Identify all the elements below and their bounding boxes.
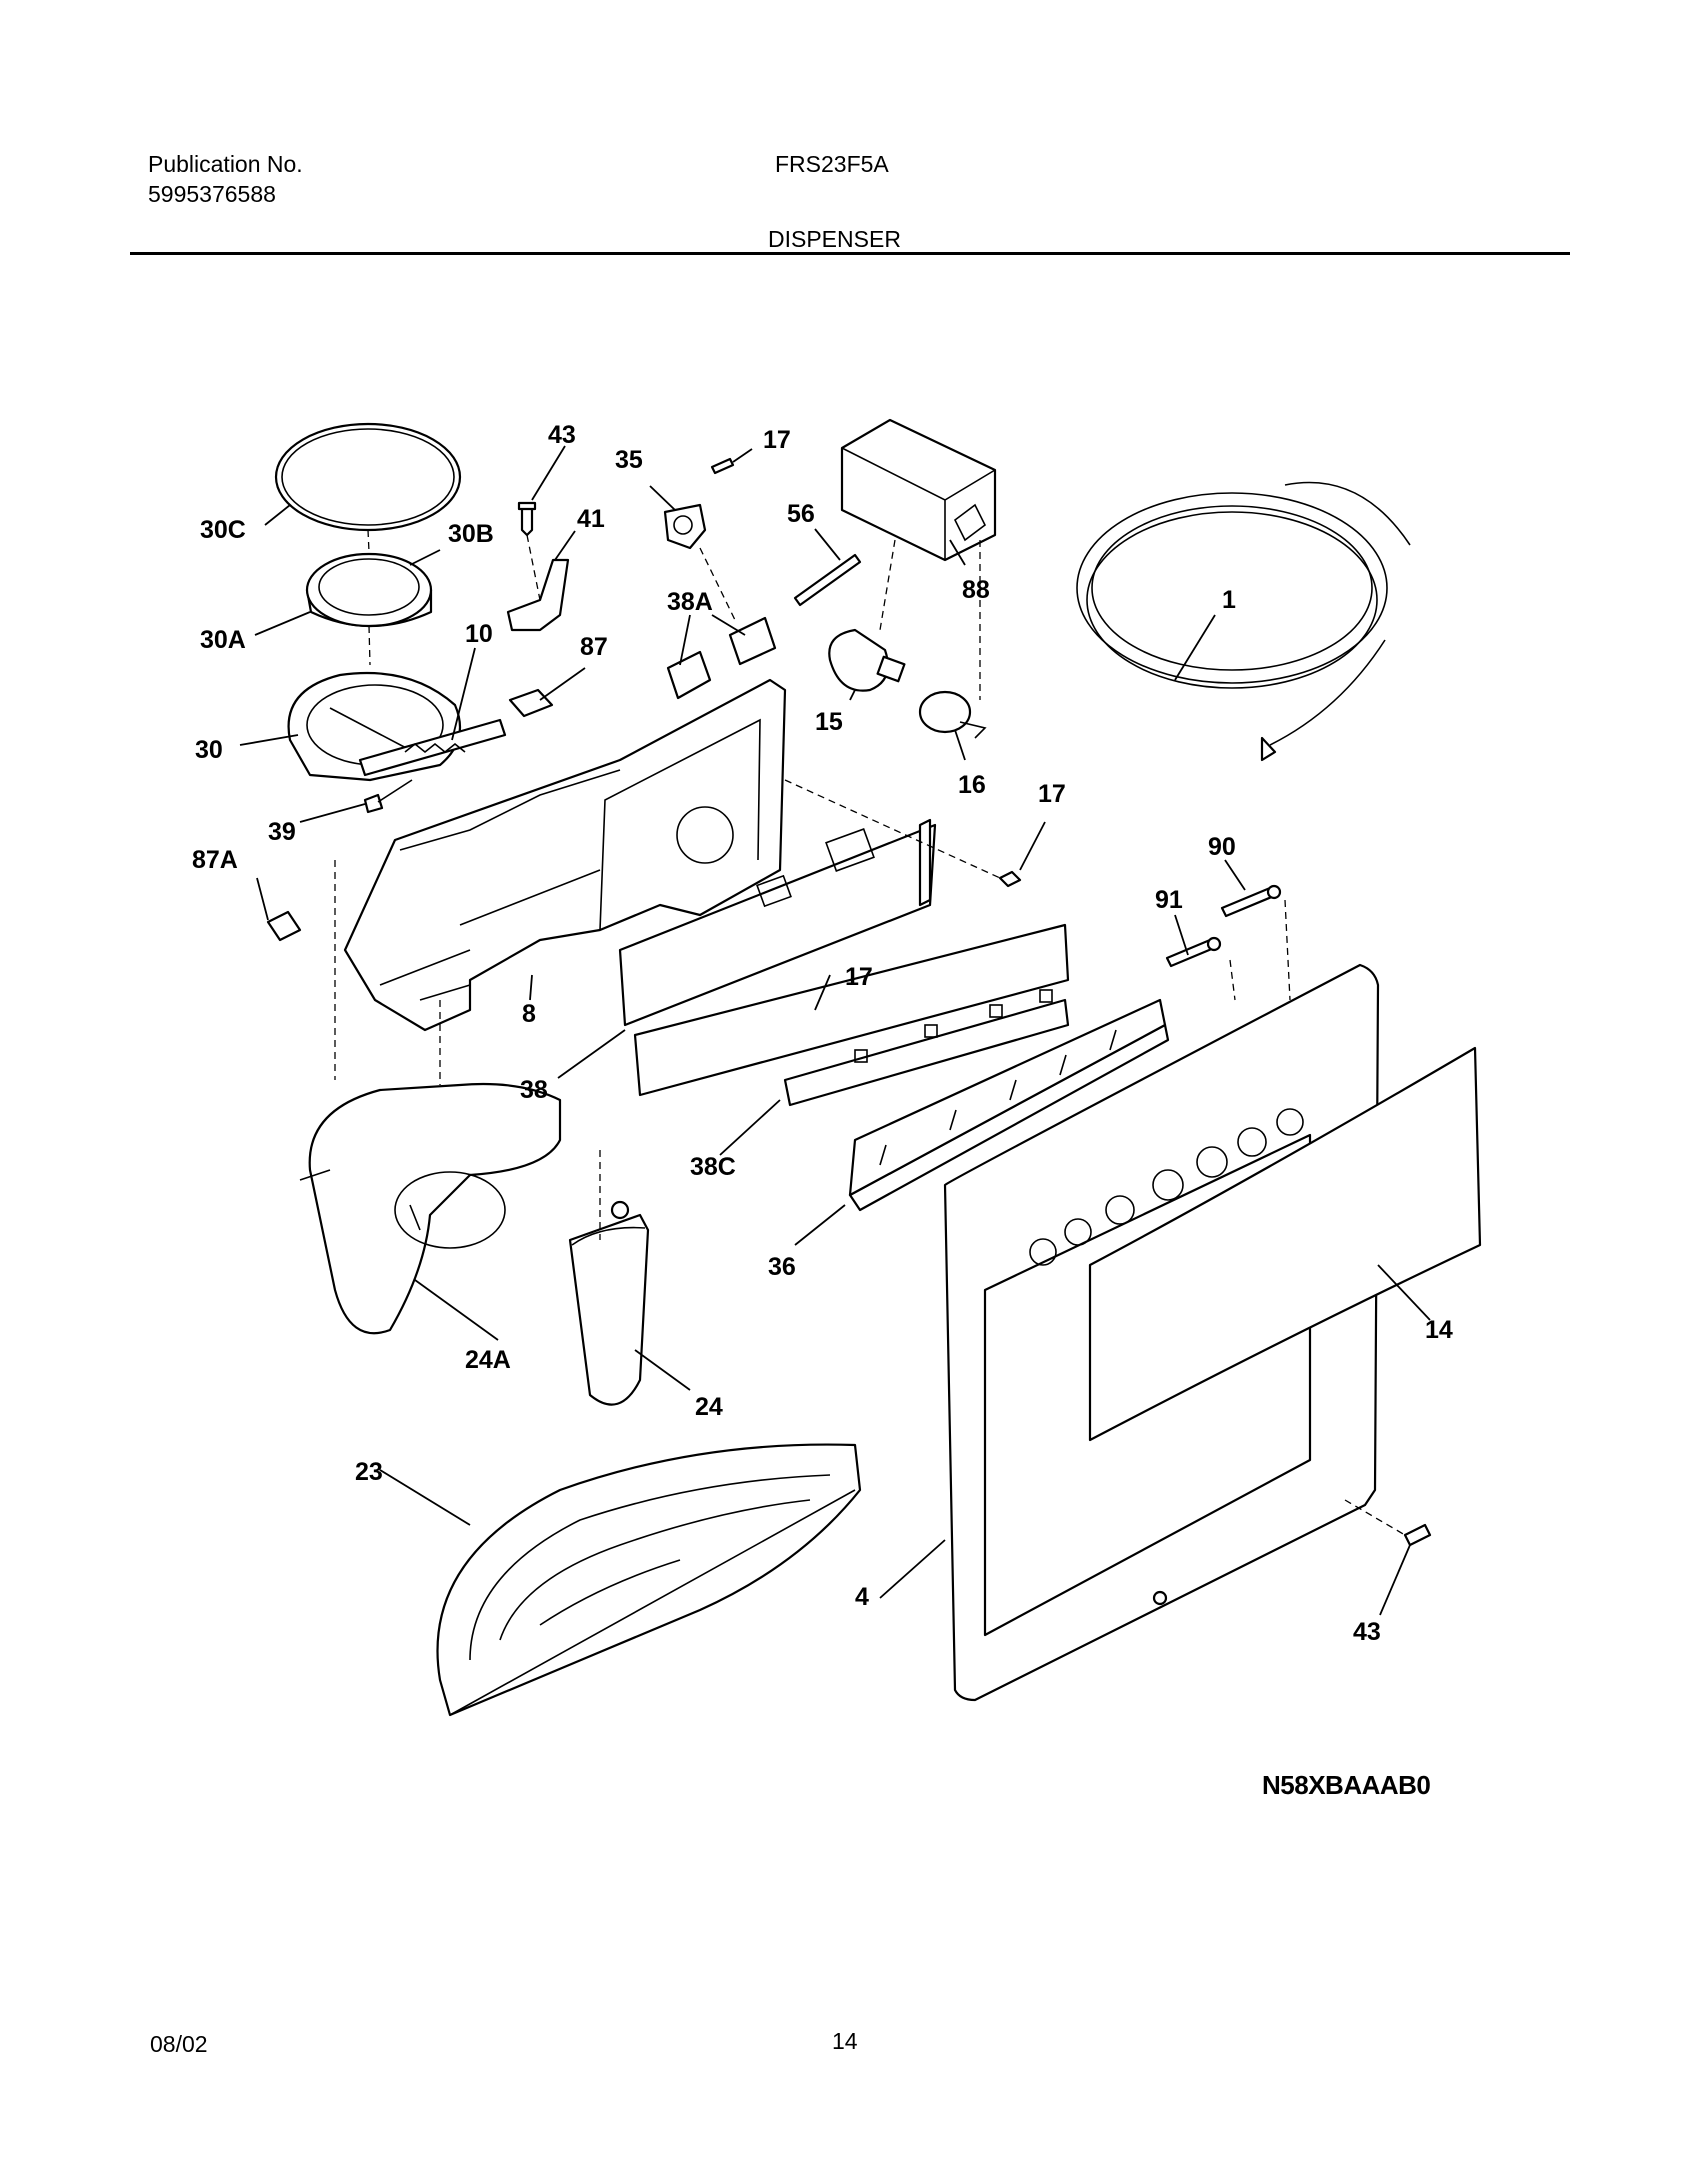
part-24a-ice-chute [299,1082,562,1335]
callout-17-right: 17 [1038,780,1066,808]
part-30a-30b-flap [305,552,433,628]
part-35-switch [663,503,707,550]
callout-35: 35 [615,446,643,474]
part-91-pin [1165,936,1222,968]
callout-14: 14 [1425,1316,1453,1344]
publication-label: Publication No. [148,151,303,177]
part-1-tube-coil [1076,481,1411,762]
part-38-board [618,818,937,1027]
callout-10: 10 [465,620,493,648]
part-14-cover [1088,1046,1482,1442]
callout-15: 15 [815,708,843,736]
header-rule [130,252,1570,255]
part-38c-switch-board [633,923,1070,1107]
callout-4: 4 [855,1583,869,1611]
leader-lines [239,445,1431,1616]
part-24-flap [568,1200,650,1406]
part-17-screw-top [710,457,735,475]
callout-24a: 24A [465,1346,511,1374]
callout-87: 87 [580,633,608,661]
part-15-bulb [828,628,906,692]
part-56-rod [793,553,862,607]
part-30-ice-door [287,671,507,814]
callout-39: 39 [268,818,296,846]
callout-43-bottom: 43 [1353,1618,1381,1646]
callout-88: 88 [962,576,990,604]
callout-38c: 38C [690,1153,736,1181]
part-88-control-box [840,418,997,562]
part-41-bracket [506,558,570,632]
part-36-lever-bar [848,998,1170,1212]
part-38a-switches [666,616,777,700]
callout-91: 91 [1155,886,1183,914]
callout-30: 30 [195,736,223,764]
diagram-code: N58XBAAAB0 [1262,1770,1431,1800]
callout-24: 24 [695,1393,723,1421]
part-16-socket [918,690,987,739]
callout-16: 16 [958,771,986,799]
callout-8: 8 [522,1000,536,1028]
callout-90: 90 [1208,833,1236,861]
callout-87a: 87A [192,846,238,874]
callout-1: 1 [1222,586,1236,614]
callout-56: 56 [787,500,815,528]
callout-30b: 30B [448,520,494,548]
part-23-drip-tray [436,1443,862,1717]
alignment-dashes [334,529,1406,1536]
callout-23: 23 [355,1458,383,1486]
callout-17-top: 17 [763,426,791,454]
part-90-pin [1220,884,1282,918]
callout-17-board: 17 [845,963,873,991]
callout-43-top: 43 [548,421,576,449]
model-number: FRS23F5A [775,151,889,177]
part-87-pad [508,688,554,718]
callout-38a: 38A [667,588,713,616]
section-title: DISPENSER [768,226,901,252]
part-43-screw-bottom [1403,1523,1432,1547]
part-30c-seal-ring [274,422,462,532]
callout-labels: 30C 30B 30A 30 39 87A 10 43 41 87 35 17 … [192,421,1453,1646]
part-17-screw-right [998,870,1022,888]
part-87a-clip [266,910,302,942]
callout-41: 41 [577,505,605,533]
page-number: 14 [832,2028,858,2054]
part-8-housing [343,678,787,1032]
footer-date: 08/02 [150,2031,208,2057]
publication-number: 5995376588 [148,181,276,207]
part-43-screw-top [517,501,537,537]
callout-30a: 30A [200,626,246,654]
callout-36: 36 [768,1253,796,1281]
callout-30c: 30C [200,516,246,544]
callout-38: 38 [520,1076,548,1104]
